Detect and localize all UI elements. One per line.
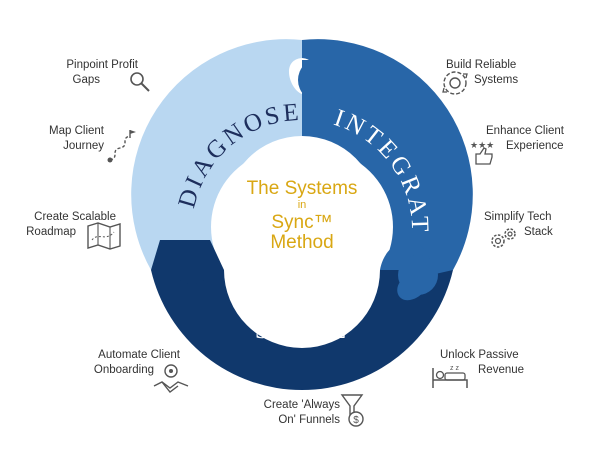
label-create-always-on-funnels: Create 'Always On' Funnels (210, 398, 340, 428)
label-line: Simplify Tech (484, 211, 552, 223)
center-title-line2: in (298, 199, 307, 211)
label-line: Gaps (72, 74, 101, 86)
svg-text:z z: z z (450, 365, 459, 372)
label-line: Create 'Always (263, 399, 340, 411)
label-build-reliable-systems: Build Reliable Systems (446, 58, 576, 88)
center-title-line1: The Systems (247, 178, 358, 199)
label-line: Create Scalable (34, 211, 116, 223)
stars-thumbs-icon: ★★★ (470, 141, 494, 165)
label-line: Roadmap (26, 226, 76, 238)
label-create-scalable-roadmap: Create Scalable Roadmap (0, 210, 116, 240)
cycle-arrows-icon (442, 71, 468, 95)
journey-path-icon (107, 130, 136, 163)
label-line: Systems (474, 74, 519, 86)
svg-text:★★★: ★★★ (470, 141, 494, 151)
sleeping-bed-icon: z z (432, 365, 468, 388)
label-line: Automate Client (98, 349, 180, 361)
handshake-gear-icon (153, 364, 189, 393)
label-line: Stack (524, 226, 553, 238)
label-unlock-passive-revenue: Unlock Passive Revenue (440, 348, 570, 378)
scale-label: SCALE (255, 317, 349, 344)
label-line: Revenue (478, 364, 525, 376)
center-circle (226, 136, 378, 288)
center-title-line3: Sync™ (271, 212, 332, 233)
label-line: Map Client (49, 125, 104, 137)
map-icon (87, 222, 121, 250)
label-line: Journey (63, 140, 104, 152)
label-line: Experience (506, 140, 564, 152)
label-automate-client-onboarding: Automate Client Onboarding (50, 348, 180, 378)
gears-icon (491, 228, 516, 248)
label-line: On' Funnels (278, 414, 340, 426)
integrate-segment (302, 39, 473, 271)
label-enhance-client-experience: Enhance Client Experience (486, 124, 594, 154)
funnel-dollar-icon: $ (340, 394, 364, 427)
integrate-puzzle-knob (380, 240, 453, 301)
scale-puzzle-knob (151, 240, 224, 284)
label-line: Unlock Passive (440, 349, 519, 361)
magnifier-icon (130, 72, 150, 92)
label-line: Onboarding (93, 364, 154, 376)
label-line: Build Reliable (446, 59, 517, 71)
center-title-line4: Method (270, 232, 333, 253)
diagnose-segment (131, 39, 302, 270)
label-simplify-tech-stack: Simplify Tech Stack (484, 210, 594, 240)
scale-segment (151, 270, 453, 391)
label-pinpoint-profit-gaps: Pinpoint Profit Gaps (8, 58, 138, 88)
svg-text:$: $ (353, 415, 359, 426)
label-line: Pinpoint Profit (66, 59, 138, 71)
label-line: Enhance Client (486, 125, 564, 137)
top-puzzle-knob (298, 58, 342, 102)
label-map-client-journey: Map Client Journey (0, 124, 104, 154)
